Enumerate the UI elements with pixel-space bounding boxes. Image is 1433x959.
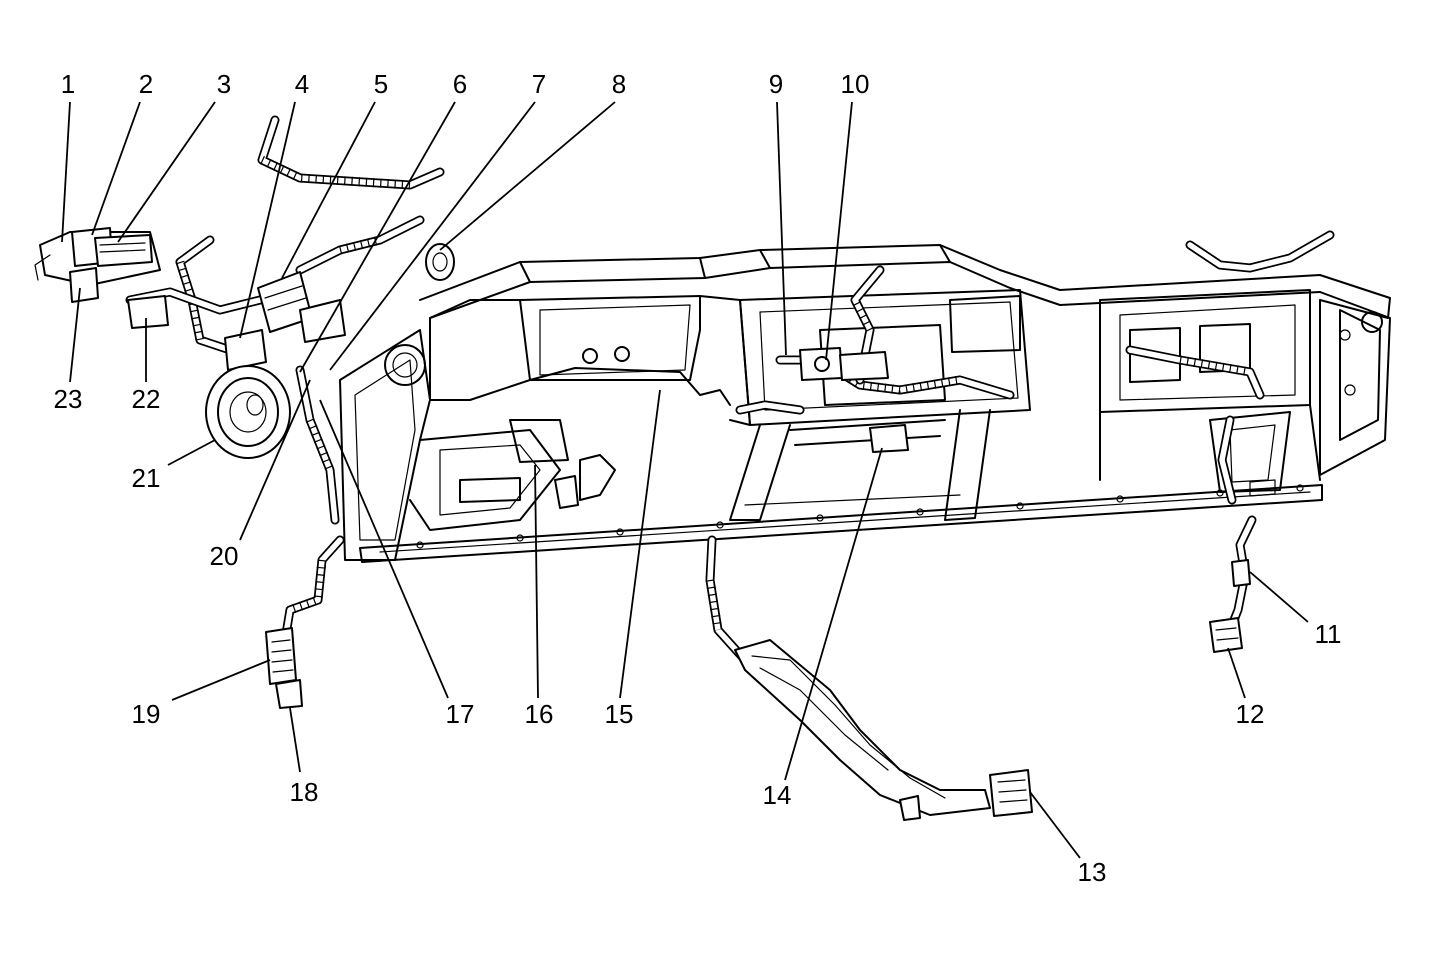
callout-19: 19 [132, 699, 161, 729]
leader-7 [329, 101, 536, 371]
callout-17: 17 [446, 699, 475, 729]
leader-9 [776, 101, 787, 356]
leader-21 [167, 439, 216, 466]
callout-labels: 1 2 3 4 5 6 7 8 9 10 11 12 13 14 15 16 1… [54, 69, 1342, 887]
leader-8 [439, 101, 616, 251]
callout-4: 4 [295, 69, 309, 99]
leader-20 [239, 379, 311, 541]
rail-rivets [416, 484, 1304, 549]
left-upper-connectors [224, 271, 346, 371]
callout-15: 15 [605, 699, 634, 729]
callout-2: 2 [139, 69, 153, 99]
right-upper-harness [1125, 230, 1335, 400]
right-harness-drop [1209, 415, 1257, 653]
callout-12: 12 [1236, 699, 1265, 729]
leader-11 [1249, 571, 1309, 623]
callout-6: 6 [453, 69, 467, 99]
callout-11: 11 [1315, 619, 1342, 649]
leader-15 [619, 389, 661, 699]
leader-3 [117, 101, 216, 243]
left-harness-bundle [125, 115, 445, 645]
leader-4 [239, 101, 296, 339]
leader-10 [825, 101, 853, 361]
center-connectors [799, 347, 909, 453]
leader-lines [61, 101, 1309, 859]
leader-19 [171, 659, 271, 701]
instrument-panel-carrier [339, 244, 1391, 563]
callout-18: 18 [290, 777, 319, 807]
callout-1: 1 [61, 69, 75, 99]
leader-18 [289, 707, 301, 773]
leader-23 [69, 287, 81, 383]
leader-1 [61, 101, 71, 243]
callout-14: 14 [763, 780, 792, 810]
leader-6 [299, 101, 456, 373]
round-grommet [205, 365, 291, 459]
callout-10: 10 [841, 69, 870, 99]
callout-21: 21 [132, 463, 161, 493]
leader-17 [319, 399, 449, 699]
connector-19-18 [265, 627, 303, 709]
leader-2 [91, 101, 141, 236]
leader-16 [534, 464, 539, 699]
leader-12 [1227, 647, 1246, 699]
left-connector-cluster [34, 227, 169, 329]
leader-13 [1029, 791, 1081, 859]
callout-8: 8 [612, 69, 626, 99]
callout-23: 23 [54, 384, 83, 414]
callout-5: 5 [374, 69, 388, 99]
callout-3: 3 [217, 69, 231, 99]
leader-14 [784, 447, 883, 781]
lower-harness-shield [734, 639, 1033, 821]
small-grommet [425, 243, 455, 281]
callout-13: 13 [1078, 857, 1107, 887]
callout-22: 22 [132, 384, 161, 414]
leader-5 [281, 101, 376, 279]
callout-7: 7 [532, 69, 546, 99]
callout-9: 9 [769, 69, 783, 99]
callout-16: 16 [525, 699, 554, 729]
callout-20: 20 [210, 541, 239, 571]
